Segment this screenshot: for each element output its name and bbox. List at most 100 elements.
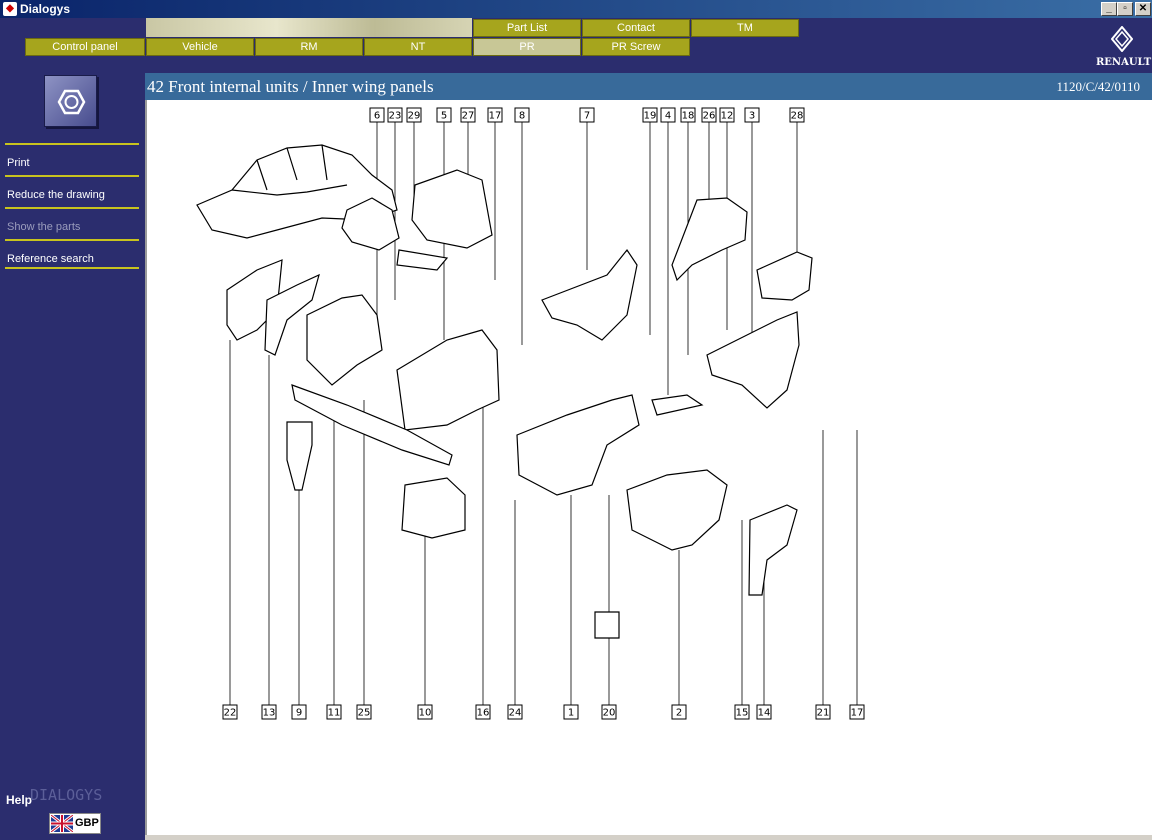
nav-pr-screw[interactable]: PR Screw — [582, 38, 690, 56]
callout-box[interactable] — [563, 704, 579, 720]
callout-box[interactable] — [436, 107, 452, 123]
top-callout-27[interactable]: 27 — [460, 107, 476, 123]
app-icon: ◆ — [3, 2, 17, 16]
nav-contact[interactable]: Contact — [582, 19, 690, 37]
nav-control-panel[interactable]: Control panel — [25, 38, 145, 56]
callout-number: 25 — [358, 708, 371, 719]
callout-box[interactable] — [369, 107, 385, 123]
maximize-button[interactable]: ▫ — [1117, 2, 1133, 16]
callout-number: 22 — [224, 708, 237, 719]
minimize-button[interactable]: _ — [1101, 2, 1117, 16]
sidebar-item-reference-search[interactable]: Reference search — [5, 239, 139, 269]
callout-box[interactable] — [460, 107, 476, 123]
callout-box[interactable] — [356, 704, 372, 720]
callout-number: 19 — [644, 111, 657, 122]
nav-tm[interactable]: TM — [691, 19, 799, 37]
part-4-illustration — [651, 394, 704, 416]
top-callout-4[interactable]: 4 — [660, 107, 676, 123]
callout-number: 6 — [374, 111, 380, 122]
callout-number: 18 — [682, 111, 695, 122]
bottom-callout-1[interactable]: 1 — [563, 704, 579, 720]
bottom-callout-15[interactable]: 15 — [734, 704, 750, 720]
callout-box[interactable] — [660, 107, 676, 123]
callout-box[interactable] — [680, 107, 696, 123]
callout-box[interactable] — [417, 704, 433, 720]
callout-box[interactable] — [222, 704, 238, 720]
sidebar-item-print[interactable]: Print — [5, 143, 139, 175]
bottom-callout-20[interactable]: 20 — [601, 704, 617, 720]
part-3-illustration — [706, 311, 800, 409]
part-20-illustration — [594, 611, 620, 639]
callout-box[interactable] — [734, 704, 750, 720]
nav-nt[interactable]: NT — [364, 38, 472, 56]
callout-box[interactable] — [671, 704, 687, 720]
callout-box[interactable] — [756, 704, 772, 720]
bottom-callout-25[interactable]: 25 — [356, 704, 372, 720]
top-callout-28[interactable]: 28 — [789, 107, 805, 123]
top-callout-6[interactable]: 6 — [369, 107, 385, 123]
callout-box[interactable] — [291, 704, 307, 720]
callout-box[interactable] — [744, 107, 760, 123]
callout-box[interactable] — [579, 107, 595, 123]
callout-number: 28 — [791, 111, 804, 122]
language-currency-button[interactable]: GBP — [49, 813, 101, 834]
sidebar-item-reduce-drawing[interactable]: Reduce the drawing — [5, 175, 139, 207]
top-callout-26[interactable]: 26 — [701, 107, 717, 123]
bottom-callout-9[interactable]: 9 — [291, 704, 307, 720]
window-title: Dialogys — [20, 2, 71, 16]
part-6-illustration — [306, 294, 383, 386]
renault-diamond-icon — [1110, 25, 1134, 53]
callout-box[interactable] — [507, 704, 523, 720]
callout-box[interactable] — [789, 107, 805, 123]
bottom-callout-24[interactable]: 24 — [507, 704, 523, 720]
bottom-callout-13[interactable]: 13 — [261, 704, 277, 720]
callout-box[interactable] — [406, 107, 422, 123]
callout-box[interactable] — [849, 704, 865, 720]
callout-box[interactable] — [487, 107, 503, 123]
header-photo-strip — [146, 18, 472, 37]
callout-box[interactable] — [475, 704, 491, 720]
callout-box[interactable] — [326, 704, 342, 720]
top-callout-18[interactable]: 18 — [680, 107, 696, 123]
top-callout-3[interactable]: 3 — [744, 107, 760, 123]
close-button[interactable]: ✕ — [1135, 2, 1151, 16]
callout-box[interactable] — [815, 704, 831, 720]
callout-box[interactable] — [642, 107, 658, 123]
top-callout-7[interactable]: 7 — [579, 107, 595, 123]
bottom-callout-10[interactable]: 10 — [417, 704, 433, 720]
bottom-callout-21[interactable]: 21 — [815, 704, 831, 720]
top-callout-5[interactable]: 5 — [436, 107, 452, 123]
top-callout-29[interactable]: 29 — [406, 107, 422, 123]
nav-vehicle[interactable]: Vehicle — [146, 38, 254, 56]
nav-part-list[interactable]: Part List — [473, 19, 581, 37]
callout-box[interactable] — [261, 704, 277, 720]
callout-number: 9 — [296, 708, 302, 719]
top-callout-19[interactable]: 19 — [642, 107, 658, 123]
callout-box[interactable] — [701, 107, 717, 123]
callout-box[interactable] — [601, 704, 617, 720]
callout-number: 14 — [758, 708, 771, 719]
callout-box[interactable] — [514, 107, 530, 123]
bottom-callout-11[interactable]: 11 — [326, 704, 342, 720]
part-11-illustration — [291, 384, 453, 466]
bottom-callout-22[interactable]: 22 — [222, 704, 238, 720]
part-27-illustration — [411, 169, 493, 249]
bottom-callout-2[interactable]: 2 — [671, 704, 687, 720]
bottom-callout-17[interactable]: 17 — [849, 704, 865, 720]
callout-box[interactable] — [387, 107, 403, 123]
top-callout-12[interactable]: 12 — [719, 107, 735, 123]
bottom-callout-14[interactable]: 14 — [756, 704, 772, 720]
callout-number: 21 — [817, 708, 830, 719]
nav-pr[interactable]: PR — [473, 38, 581, 56]
top-callout-17[interactable]: 17 — [487, 107, 503, 123]
status-strip — [145, 835, 1152, 840]
bottom-callout-16[interactable]: 16 — [475, 704, 491, 720]
nav-rm[interactable]: RM — [255, 38, 363, 56]
help-link[interactable]: Help — [6, 793, 33, 807]
top-callout-23[interactable]: 23 — [387, 107, 403, 123]
top-callout-8[interactable]: 8 — [514, 107, 530, 123]
callout-box[interactable] — [719, 107, 735, 123]
page-header: 42 Front internal units / Inner wing pan… — [145, 73, 1152, 100]
